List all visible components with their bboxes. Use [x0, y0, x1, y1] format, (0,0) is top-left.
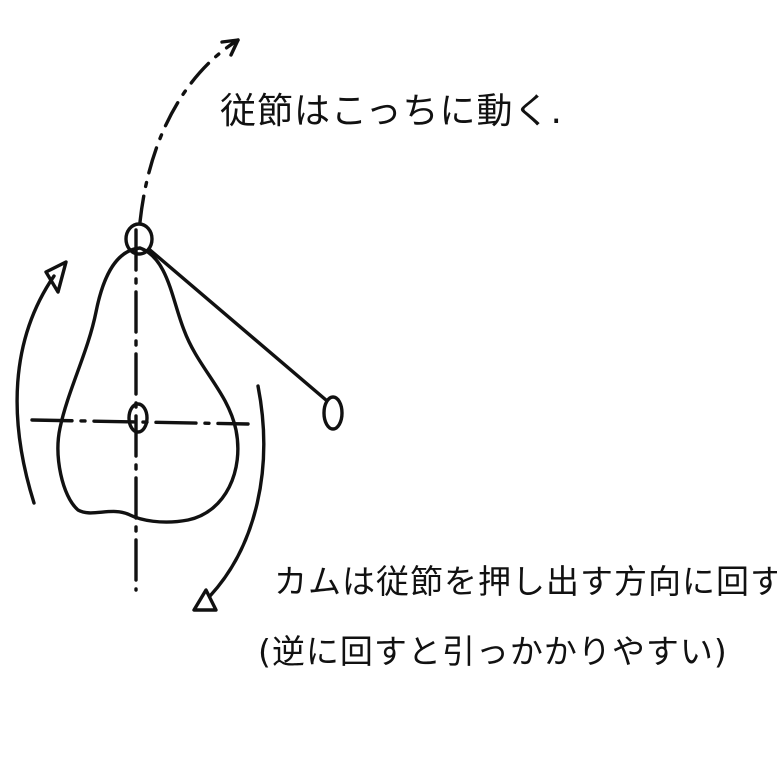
cam-rotation-note: カムは従節を押し出す方向に回す. — [274, 562, 777, 601]
right-rotation-arrowhead — [192, 588, 218, 612]
left-rotation-arc — [15, 274, 56, 505]
reverse-rotation-warning: (逆に回すと引っかかりやすい) — [258, 632, 728, 671]
right-rotation-arc — [208, 384, 266, 598]
cam-profile — [56, 246, 240, 524]
horizontal-center-line — [30, 418, 250, 426]
follower-motion-note: 従節はこっちに動く. — [220, 91, 563, 132]
follower-motion-path — [138, 38, 240, 224]
follower-roller-circle — [124, 222, 154, 256]
follower-motion-arrowhead — [220, 38, 240, 57]
follower-arm — [148, 248, 328, 402]
cam-pivot-circle — [127, 402, 149, 434]
left-rotation-arrowhead — [44, 260, 68, 294]
follower-pivot-circle — [322, 395, 344, 431]
